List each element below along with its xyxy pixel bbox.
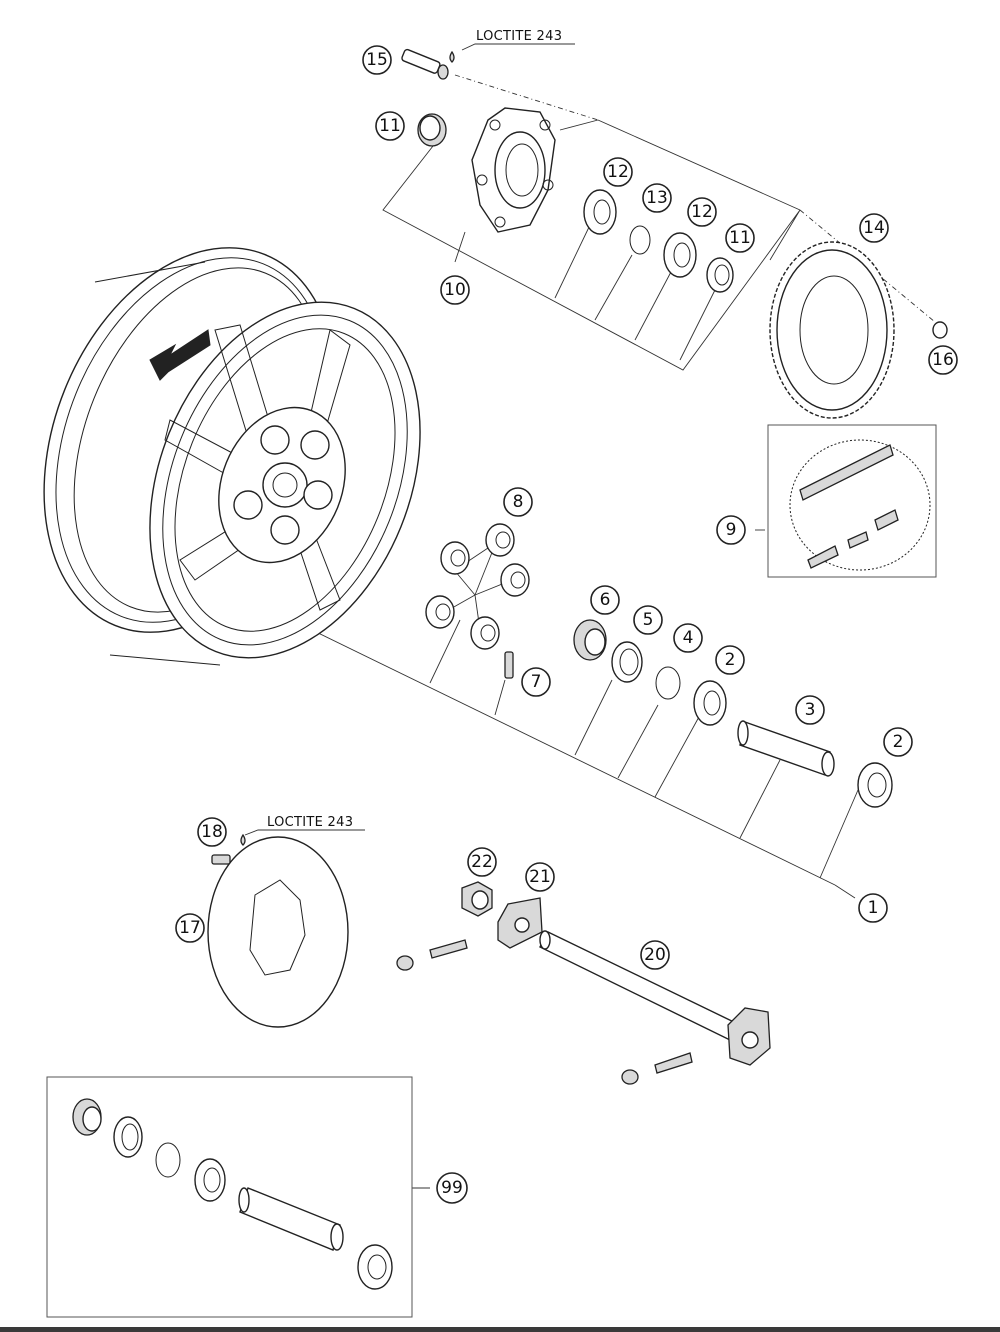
callout-15-label: 15 [366, 50, 388, 70]
callout-18: 18 [197, 817, 227, 847]
part-11-spacer-right [706, 257, 734, 293]
loctite-note-bottom: LOCTITE 243 [267, 815, 353, 830]
part-7-valve [504, 651, 514, 679]
callout-17: 17 [175, 913, 205, 943]
callout-20-label: 20 [644, 945, 666, 965]
callout-12-left: 12 [603, 157, 633, 187]
callout-1-label: 1 [868, 898, 879, 918]
callout-16: 16 [928, 345, 958, 375]
part-12-bearing-left [583, 189, 617, 235]
callout-14: 14 [859, 213, 889, 243]
callout-5: 5 [633, 605, 663, 635]
rotation-arrow-icon [149, 329, 211, 381]
part-21-chain-adjuster-left [497, 897, 543, 949]
part-15-axle-bolt [401, 48, 455, 80]
callout-4: 4 [673, 623, 703, 653]
callout-3-label: 3 [805, 700, 816, 720]
loctite-note-top: LOCTITE 243 [476, 29, 562, 44]
loctite-top-label: LOCTITE 243 [476, 29, 562, 44]
callout-9-label: 9 [726, 520, 737, 540]
callout-99: 99 [436, 1172, 468, 1204]
adjuster-bolts [396, 939, 693, 1085]
part-5-seal-ring [611, 641, 643, 683]
callout-6: 6 [590, 585, 620, 615]
part-3-distance-tube [737, 720, 835, 777]
part-11-spacer-bushing [417, 113, 447, 147]
callout-8: 8 [503, 487, 533, 517]
callout-2-upper: 2 [715, 645, 745, 675]
callout-12-right-label: 12 [691, 202, 713, 222]
callout-7-label: 7 [531, 672, 542, 692]
callout-11-top-label: 11 [379, 116, 401, 136]
part-10-sprocket-carrier [471, 107, 556, 233]
callout-3: 3 [795, 695, 825, 725]
part-17-brake-disc [207, 836, 349, 1028]
callout-2-lower: 2 [883, 727, 913, 757]
bottom-border [0, 1327, 1000, 1332]
part-22-axle-nut [461, 881, 493, 917]
callout-6-label: 6 [600, 590, 611, 610]
callout-12-right: 12 [687, 197, 717, 227]
part-6-seal [573, 619, 607, 661]
callout-5-label: 5 [643, 610, 654, 630]
part-8-damper-set [425, 523, 530, 650]
wheel-spokes [164, 324, 351, 611]
part-9-chain-box [767, 424, 937, 578]
callout-4-label: 4 [683, 628, 694, 648]
part-4-circlip [655, 666, 681, 700]
callout-13: 13 [642, 183, 672, 213]
callout-1: 1 [858, 893, 888, 923]
callout-22-label: 22 [471, 852, 493, 872]
part-13-circlip [629, 225, 651, 255]
callout-11-right: 11 [725, 223, 755, 253]
callout-15: 15 [362, 45, 392, 75]
part-16-nut [932, 321, 948, 339]
part-14-rear-sprocket [769, 241, 895, 419]
callout-11-right-label: 11 [729, 228, 751, 248]
callout-2-lower-label: 2 [893, 732, 904, 752]
rear-wheel-rim [43, 247, 421, 666]
callout-10: 10 [440, 275, 470, 305]
callout-18-label: 18 [201, 822, 223, 842]
part-18-disc-screw [211, 833, 246, 865]
callout-12-left-label: 12 [607, 162, 629, 182]
callout-7: 7 [521, 667, 551, 697]
callout-14-label: 14 [863, 218, 885, 238]
callout-8-label: 8 [513, 492, 524, 512]
callout-16-label: 16 [932, 350, 954, 370]
callout-11-top: 11 [375, 111, 405, 141]
callout-22: 22 [467, 847, 497, 877]
callout-13-label: 13 [646, 188, 668, 208]
part-12-bearing-right [663, 232, 697, 278]
part-20-wheel-axle [539, 930, 771, 1066]
callout-9: 9 [716, 515, 746, 545]
callout-10-label: 10 [444, 280, 466, 300]
loctite-bottom-label: LOCTITE 243 [267, 815, 353, 830]
callout-20: 20 [640, 940, 670, 970]
part-99-repair-kit-box [46, 1076, 413, 1318]
callout-2-upper-label: 2 [725, 650, 736, 670]
part-2-bearing-left [693, 680, 727, 726]
callout-21-label: 21 [529, 867, 551, 887]
callout-21: 21 [525, 862, 555, 892]
callout-99-label: 99 [441, 1178, 463, 1198]
callout-17-label: 17 [179, 918, 201, 938]
part-2-bearing-right [857, 762, 893, 808]
